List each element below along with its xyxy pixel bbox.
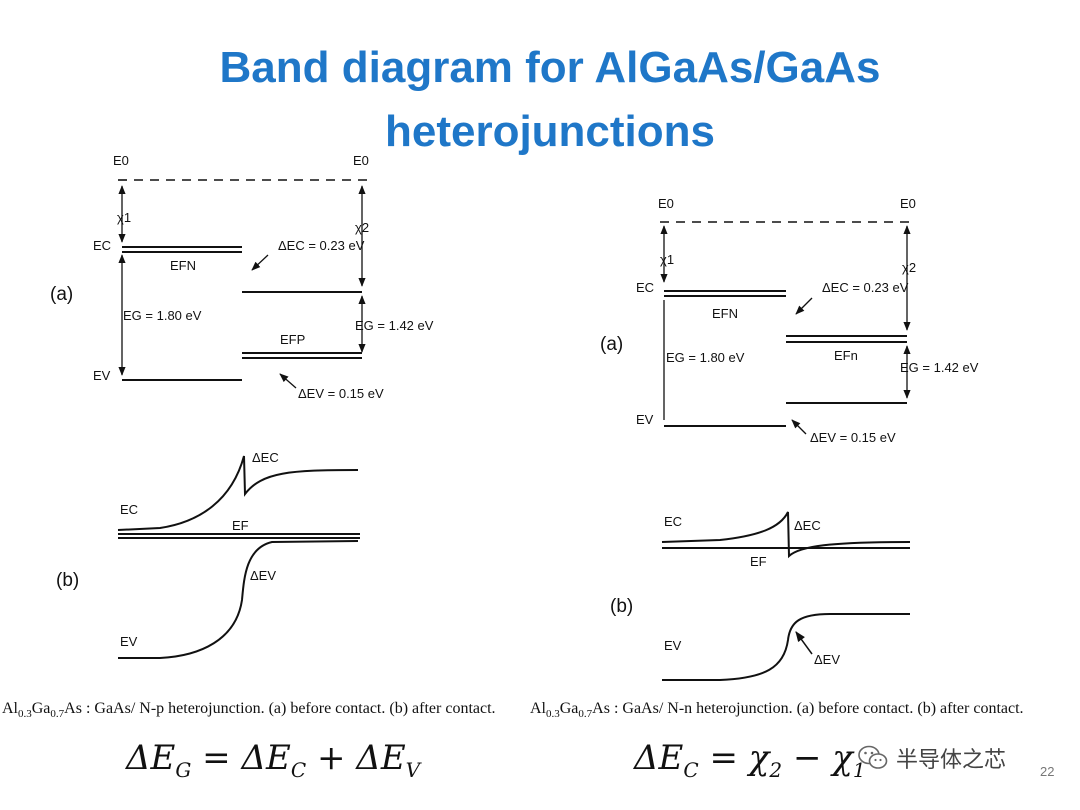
left-efn-label: EFN	[170, 258, 196, 273]
watermark-text: 半导体之芯	[896, 748, 1007, 773]
title-line-2: heterojunctions	[384, 107, 716, 156]
left-b-ev-label: EV	[120, 634, 138, 649]
eq1-term1: = ΔE	[191, 738, 291, 778]
right-figure: E0 E0 χ1 χ2 EC ΔEC = 0.23 eV EFN (a) EFn…	[600, 196, 979, 681]
right-b-ev-curve	[662, 613, 910, 681]
left-eg-left-label: EG = 1.80 eV	[123, 308, 202, 323]
left-b-ev-curve	[118, 540, 359, 659]
eq1-lhs: ΔE	[126, 738, 176, 778]
eq1-term2-sub: V	[405, 757, 421, 782]
band-diagrams: E0 E0 χ1 χ2 EC EFN ΔEC = 0.23 eV (a) EG …	[50, 153, 979, 681]
eq2-lhs-sub: C	[683, 757, 699, 782]
right-efn-label: EFN	[712, 306, 738, 321]
eq2-term2: − χ	[782, 738, 853, 778]
left-b-delta-ec-label: ΔEC	[252, 450, 279, 465]
right-delta-ev-label: ΔEV = 0.15 eV	[810, 430, 896, 445]
left-chi1-label: χ1	[117, 210, 131, 225]
eq2-term1: = χ	[698, 738, 770, 778]
title-line-1: Band diagram for AlGaAs/GaAs	[219, 43, 881, 92]
left-e0-right-label: E0	[353, 153, 369, 168]
right-caption-ga: Ga	[559, 700, 579, 717]
left-chi2-label: χ2	[355, 220, 369, 235]
right-caption: Al0.3Ga0.7As : GaAs/ N-n heterojunction.…	[530, 700, 1024, 720]
right-delta-ec-label: ΔEC = 0.23 eV	[822, 280, 909, 295]
right-b-dev-pointer	[795, 631, 813, 655]
left-delta-ec-label: ΔEC = 0.23 eV	[278, 238, 365, 253]
right-dec-pointer	[795, 297, 813, 315]
slide-title: Band diagram for AlGaAs/GaAs heterojunct…	[0, 36, 1080, 164]
right-eg-right-label: EG = 1.42 eV	[900, 360, 979, 375]
right-e0-left-label: E0	[658, 196, 674, 211]
left-panel-b-label: (b)	[56, 570, 79, 591]
right-eg-left-label: EG = 1.80 eV	[666, 350, 745, 365]
right-ec-label: EC	[636, 280, 654, 295]
wechat-icon	[858, 745, 888, 769]
left-dev-pointer	[279, 373, 297, 389]
right-panel-a-label: (a)	[600, 334, 623, 355]
left-e0-left-label: E0	[113, 153, 129, 168]
right-b-ev-label: EV	[664, 638, 682, 653]
eq2-term2-sub: 1	[852, 757, 866, 782]
left-panel-a	[118, 179, 372, 389]
eq1-term2: + ΔE	[306, 738, 406, 778]
right-caption-al: Al	[530, 700, 546, 717]
left-caption-sub2: 0.7	[50, 708, 65, 721]
left-efp-label: EFP	[280, 332, 305, 347]
left-caption-sub1: 0.3	[18, 708, 32, 721]
left-delta-ev-label: ΔEV = 0.15 eV	[298, 386, 384, 401]
right-b-ec-label: EC	[664, 514, 682, 529]
right-e0-right-label: E0	[900, 196, 916, 211]
left-eg-right-label: EG = 1.42 eV	[355, 318, 434, 333]
right-panel-b-label: (b)	[610, 596, 633, 617]
watermark: 半导体之芯	[858, 742, 1006, 774]
left-caption: Al0.3Ga0.7As : GaAs/ N-p heterojunction.…	[2, 700, 496, 720]
right-efn2-label: EFn	[834, 348, 858, 363]
right-b-ec-curve	[661, 511, 911, 559]
left-b-ec-label: EC	[120, 502, 138, 517]
right-caption-sub2: 0.7	[578, 708, 593, 721]
left-b-ef-label: EF	[232, 518, 249, 533]
right-b-delta-ec-label: ΔEC	[794, 518, 821, 533]
left-b-delta-ev-label: ΔEV	[250, 568, 276, 583]
equation-band-offset-sum: ΔEG = ΔEC + ΔEV	[126, 738, 420, 782]
equation-electron-affinity: ΔEC = χ2 − χ1	[634, 738, 866, 782]
left-ev-label: EV	[93, 368, 111, 383]
right-dev-pointer	[791, 419, 807, 435]
left-caption-al: Al	[2, 700, 18, 717]
right-caption-text: As : GaAs/ N-n heterojunction. (a) befor…	[592, 700, 1024, 717]
right-ev-label: EV	[636, 412, 654, 427]
left-caption-ga: Ga	[31, 700, 51, 717]
left-b-ec-curve	[117, 455, 359, 531]
left-ec-label: EC	[93, 238, 111, 253]
right-chi1-label: χ1	[660, 252, 674, 267]
left-panel-b	[117, 455, 360, 659]
page-number: 22	[1040, 764, 1055, 779]
right-b-delta-ev-label: ΔEV	[814, 652, 840, 667]
right-chi2-label: χ2	[902, 260, 916, 275]
eq2-term1-sub: 2	[769, 757, 783, 782]
left-figure: E0 E0 χ1 χ2 EC EFN ΔEC = 0.23 eV (a) EG …	[50, 153, 434, 659]
eq1-term1-sub: C	[290, 757, 307, 782]
eq2-lhs: ΔE	[634, 738, 684, 778]
left-caption-text: As : GaAs/ N-p heterojunction. (a) befor…	[64, 700, 496, 717]
right-caption-sub1: 0.3	[546, 708, 560, 721]
right-b-ef-label: EF	[750, 554, 767, 569]
right-panel-a	[660, 221, 911, 435]
left-dec-pointer	[251, 254, 269, 271]
right-panel-b	[661, 511, 911, 681]
eq1-lhs-sub: G	[175, 757, 192, 782]
left-panel-a-label: (a)	[50, 284, 73, 305]
